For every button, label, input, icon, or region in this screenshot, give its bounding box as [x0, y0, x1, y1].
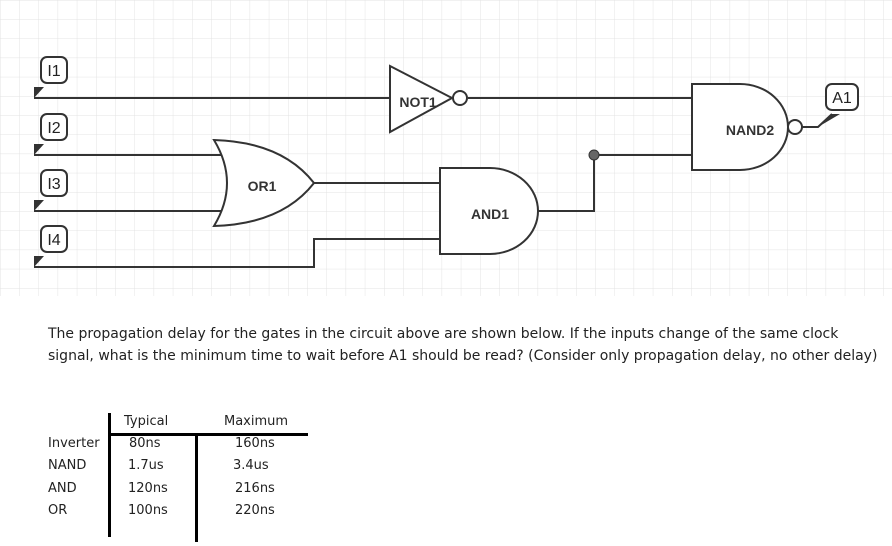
- gate-label: NAND2: [726, 122, 774, 138]
- nand-gate: NAND2: [691, 83, 803, 171]
- table-row-gate: Inverter: [48, 436, 100, 451]
- table-row-typical: 1.7us: [128, 458, 164, 473]
- input-pin-i2: I2: [34, 113, 68, 155]
- or-gate: OR1: [212, 138, 316, 228]
- wire-and1-nand2: [538, 154, 692, 212]
- input-pin-label: I2: [47, 120, 60, 137]
- table-column-rule-2: [195, 434, 198, 542]
- output-pin-a1: A1: [818, 83, 859, 127]
- input-pin-i3: I3: [34, 169, 68, 211]
- table-row-typical: 120ns: [128, 481, 168, 496]
- wire-i4-and1: [34, 238, 440, 268]
- table-row-maximum: 160ns: [235, 436, 275, 451]
- gate-label: OR1: [248, 178, 277, 194]
- table-row-typical: 100ns: [128, 503, 168, 518]
- input-pin-label: I3: [47, 176, 60, 193]
- circuit-diagram: I1 I2 I3 I4 A1 NOT1 OR1 AND1 N: [0, 0, 892, 296]
- input-pin-label: I4: [47, 232, 60, 249]
- table-row-maximum: 3.4us: [233, 458, 269, 473]
- gate-label: NOT1: [399, 94, 437, 110]
- output-pin-label: A1: [832, 90, 852, 107]
- gate-label: AND1: [471, 206, 509, 222]
- table-row-maximum: 216ns: [235, 481, 275, 496]
- wires: [34, 97, 833, 268]
- not-gate: NOT1: [389, 64, 468, 134]
- table-header-typical: Typical: [124, 414, 169, 429]
- table-header-rule: [110, 433, 308, 436]
- table-header-maximum: Maximum: [224, 414, 289, 429]
- and-gate: AND1: [439, 167, 539, 255]
- input-pin-i4: I4: [34, 225, 68, 267]
- table-row-maximum: 220ns: [235, 503, 275, 518]
- table-row-gate: OR: [48, 503, 68, 518]
- table-column-rule-1: [108, 413, 111, 537]
- wire-junction-dot: [588, 149, 600, 161]
- input-pin-i1: I1: [34, 56, 68, 98]
- table-row-gate: NAND: [48, 458, 87, 473]
- table-row-gate: AND: [48, 481, 77, 496]
- input-pin-label: I1: [47, 63, 60, 80]
- table-row-typical: 80ns: [129, 436, 161, 451]
- question-text: The propagation delay for the gates in t…: [48, 326, 878, 364]
